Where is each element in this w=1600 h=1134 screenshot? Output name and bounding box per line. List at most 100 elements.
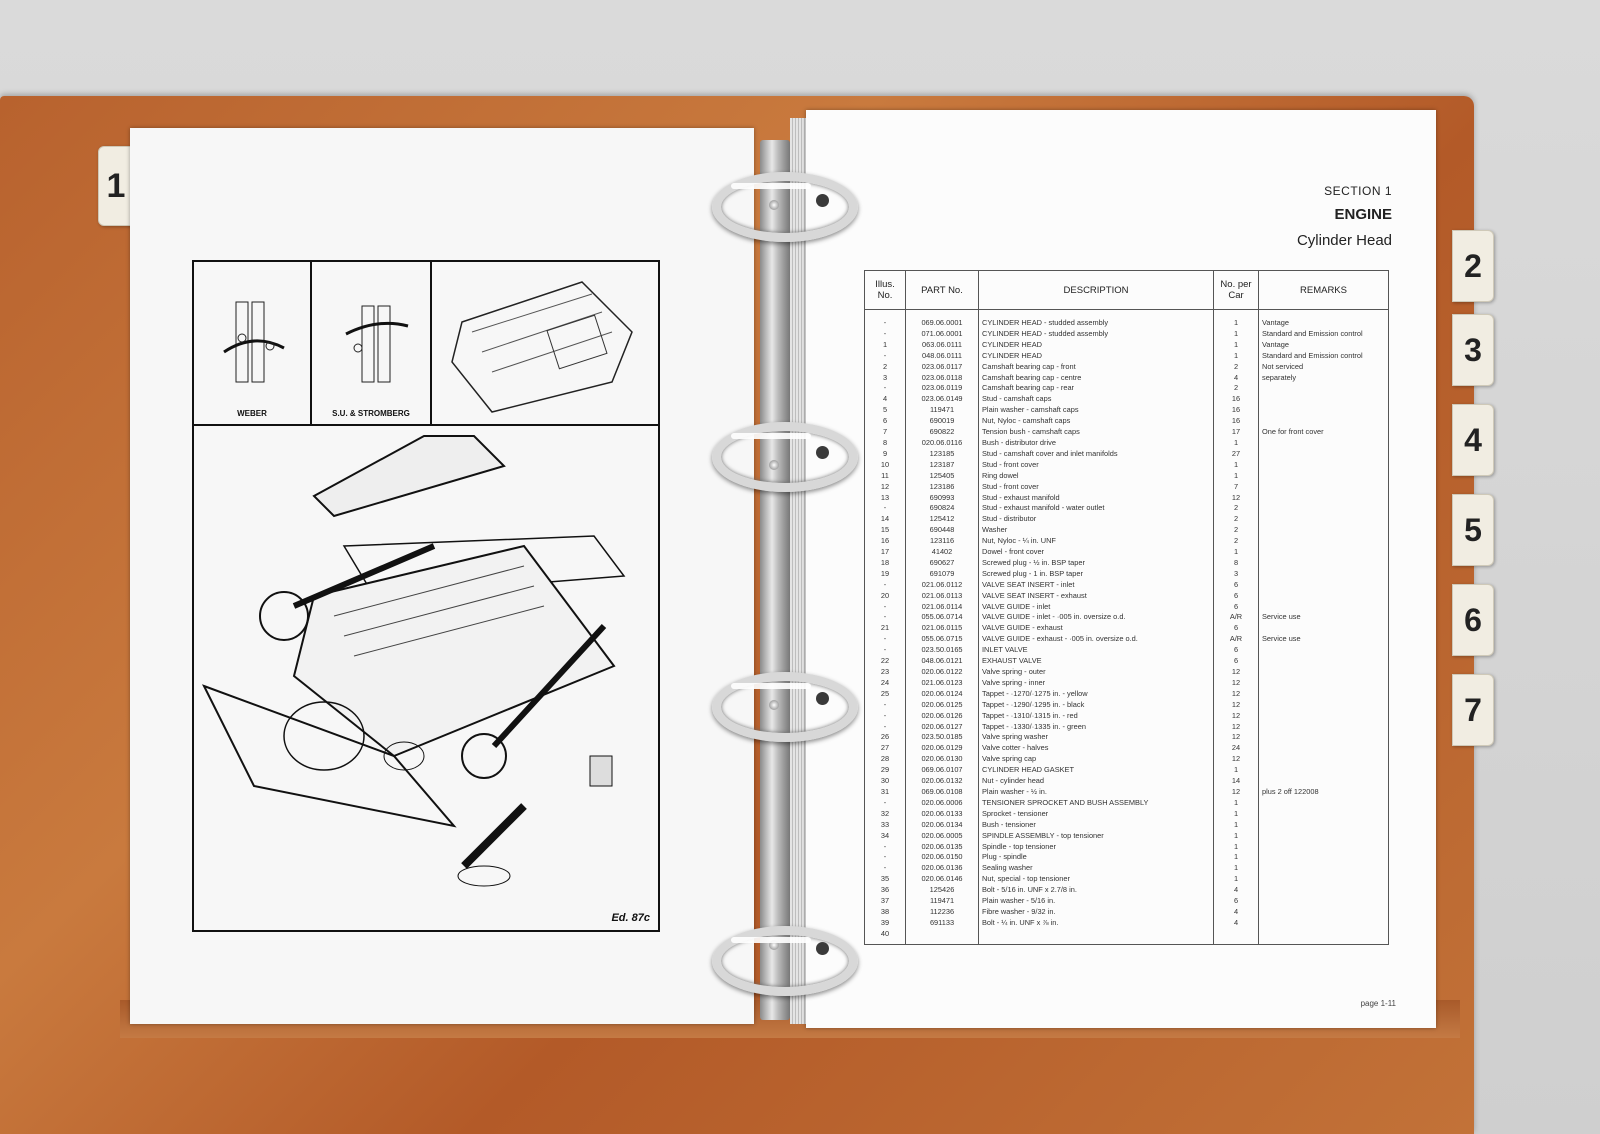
tab-section-3[interactable]: 3 (1452, 314, 1494, 386)
description-cell: VALVE GUIDE - exhaust (978, 623, 1214, 635)
description-cell: Plain washer - 5/16 in. (978, 896, 1214, 907)
part-no-cell: 020.06.0006 (905, 797, 979, 809)
exploded-diagram: WEBER S.U. & STROMBERG (192, 260, 660, 932)
remarks-cell (1258, 536, 1389, 548)
description-cell: Plain washer - ½ in. (978, 786, 1214, 798)
illus-no-cell: - (864, 699, 906, 711)
description-cell: Washer (978, 525, 1214, 537)
illus-no-cell: 13 (864, 492, 906, 504)
quantity-cell: A/R (1213, 634, 1259, 646)
quantity-cell: 1 (1213, 830, 1259, 842)
description-cell: Bolt - 5/16 in. UNF x 2.7/8 in. (978, 885, 1214, 897)
quantity-cell: 14 (1213, 776, 1259, 787)
description-cell: Valve spring - inner (978, 677, 1214, 689)
part-no-cell: 020.06.0127 (905, 721, 979, 733)
quantity-cell: 1 (1213, 808, 1259, 820)
remarks-cell (1258, 677, 1389, 689)
quantity-cell: 12 (1213, 667, 1259, 678)
tab-section-2[interactable]: 2 (1452, 230, 1494, 302)
quantity-cell: 1 (1213, 852, 1259, 864)
tab-section-1[interactable]: 1 (98, 146, 134, 226)
description-cell: VALVE GUIDE - exhaust - ·005 in. oversiz… (978, 634, 1214, 646)
description-cell: Spindle - top tensioner (978, 841, 1214, 853)
illus-no-cell: 40 (864, 928, 906, 945)
description-cell: Plain washer - camshaft caps (978, 405, 1214, 417)
su-stromberg-detail-drawing (345, 305, 409, 383)
part-no-cell: 119471 (905, 405, 979, 417)
remarks-cell (1258, 437, 1389, 449)
part-no-cell: 023.06.0119 (905, 383, 979, 395)
quantity-cell: 1 (1213, 547, 1259, 558)
part-no-cell: 020.06.0130 (905, 754, 979, 766)
quantity-cell: 1 (1213, 765, 1259, 777)
description-cell: CYLINDER HEAD (978, 350, 1214, 362)
part-no-cell: 063.06.0111 (905, 339, 979, 351)
quantity-cell: 3 (1213, 568, 1259, 580)
part-no-cell: 020.06.0133 (905, 808, 979, 820)
quantity-cell: 6 (1213, 656, 1259, 667)
remarks-cell (1258, 383, 1389, 395)
part-no-cell: 020.06.0126 (905, 710, 979, 722)
description-cell: CYLINDER HEAD - studded assembly (978, 328, 1214, 340)
illus-no-cell: - (864, 863, 906, 875)
illus-no-cell: 37 (864, 896, 906, 907)
remarks-cell (1258, 448, 1389, 460)
quantity-cell: 2 (1213, 525, 1259, 537)
part-no-cell: 071.06.0001 (905, 328, 979, 340)
tab-section-6[interactable]: 6 (1452, 584, 1494, 656)
remarks-cell (1258, 819, 1389, 831)
part-no-cell: 023.06.0149 (905, 394, 979, 406)
illus-no-cell: - (864, 645, 906, 657)
part-no-cell: 125412 (905, 514, 979, 526)
illus-no-cell: - (864, 350, 906, 362)
remarks-cell (1258, 917, 1389, 929)
remarks-cell (1258, 743, 1389, 755)
binder-ring (712, 926, 858, 996)
page-number: page 1-11 (1360, 999, 1396, 1008)
description-cell: Bolt - ¼ in. UNF x ⅞ in. (978, 917, 1214, 929)
tab-section-7[interactable]: 7 (1452, 674, 1494, 746)
illus-no-cell: 39 (864, 917, 906, 929)
description-cell: TENSIONER SPROCKET AND BUSH ASSEMBLY (978, 797, 1214, 809)
quantity-cell: 2 (1213, 514, 1259, 526)
description-cell: Nut, special - top tensioner (978, 874, 1214, 886)
remarks-cell (1258, 645, 1389, 657)
illus-no-cell: 28 (864, 754, 906, 766)
tab-section-5[interactable]: 5 (1452, 494, 1494, 566)
illus-no-cell: 33 (864, 819, 906, 831)
quantity-cell: 12 (1213, 732, 1259, 744)
quantity-cell: 4 (1213, 372, 1259, 384)
remarks-cell (1258, 470, 1389, 482)
remarks-cell (1258, 721, 1389, 733)
illus-no-cell: 3 (864, 372, 906, 384)
quantity-cell: 12 (1213, 492, 1259, 504)
part-no-cell: 691133 (905, 917, 979, 929)
tab-section-4[interactable]: 4 (1452, 404, 1494, 476)
part-no-cell: 690627 (905, 557, 979, 569)
illus-no-cell: 38 (864, 906, 906, 918)
part-no-cell: 125426 (905, 885, 979, 897)
quantity-cell: 1 (1213, 819, 1259, 831)
remarks-cell: Not serviced (1258, 361, 1389, 373)
quantity-cell: 7 (1213, 481, 1259, 493)
illus-no-cell: 12 (864, 481, 906, 493)
carburettor-insets: WEBER S.U. & STROMBERG (194, 262, 658, 426)
